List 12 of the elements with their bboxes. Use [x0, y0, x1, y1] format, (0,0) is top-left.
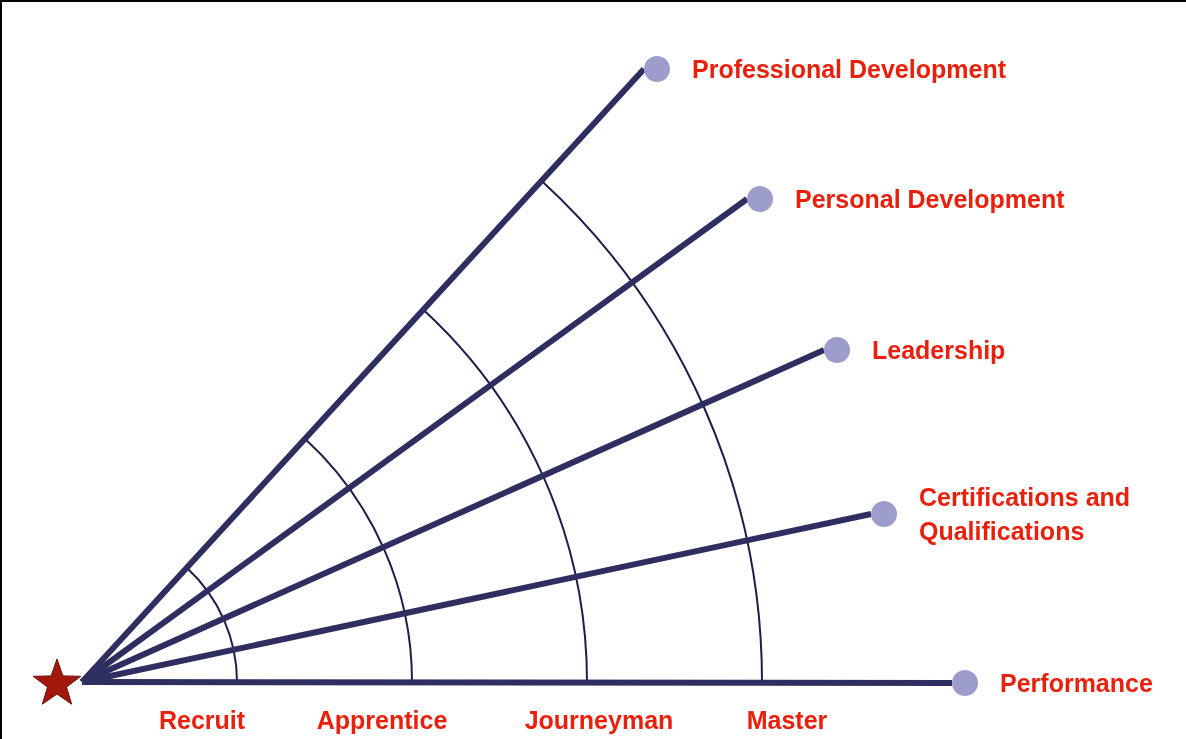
category-label: Performance — [1000, 668, 1153, 699]
stage-label: Apprentice — [316, 706, 448, 735]
stage-label: Recruit — [158, 706, 246, 735]
ray-line — [79, 66, 647, 685]
category-label: Leadership — [872, 335, 1006, 366]
star-icon — [31, 658, 83, 708]
stage-label: Master — [746, 706, 828, 735]
ray-line — [82, 679, 952, 686]
category-label: Personal Development — [795, 184, 1065, 215]
stage-label: Journeyman — [524, 706, 674, 735]
category-label: Certifications and Qualifications — [919, 482, 1132, 547]
category-label: Professional Development — [692, 54, 1006, 85]
